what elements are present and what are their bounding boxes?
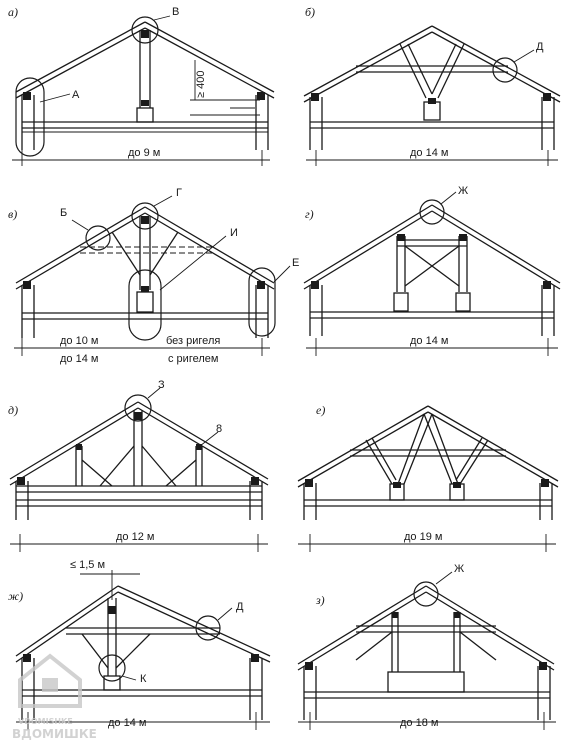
callout-d-1: З — [158, 379, 165, 391]
callout-v-3: И — [230, 227, 238, 239]
panel-d: д) З 8 д — [8, 379, 269, 552]
panel-b-letter: б) — [305, 5, 315, 19]
callout-a-2: А — [72, 89, 80, 101]
note-v-1: без ригеля — [166, 335, 220, 347]
span-g: до 14 м — [410, 335, 448, 347]
panel-g: г) Ж до 14 м — [303, 185, 561, 356]
panel-v: в) Г Б И Е — [8, 187, 299, 365]
span-zh: до 14 м — [108, 717, 146, 729]
dim-zh: ≤ 1,5 м — [70, 559, 105, 571]
callout-zh-2: К — [140, 673, 147, 685]
callout-b-1: Д — [536, 41, 544, 53]
callout-g-1: Ж — [458, 185, 468, 197]
panel-e: е) до 19 м — [297, 403, 559, 552]
panel-zh-letter: ж) — [8, 589, 23, 603]
span-v-1: до 10 м — [60, 335, 98, 347]
callout-zh-1: Д — [236, 601, 244, 613]
span-a: до 9 м — [128, 147, 160, 159]
span-e: до 19 м — [404, 531, 442, 543]
dim-a: ≥ 400 — [195, 71, 207, 98]
panel-a-letter: а) — [8, 5, 18, 19]
panel-d-letter: д) — [8, 403, 18, 417]
watermark-logo: VDOMISHKE ВДОМИШКЕ — [12, 653, 97, 741]
callout-z-1: Ж — [454, 563, 464, 575]
panel-b: б) Д до 14 м — [303, 5, 561, 166]
watermark-line2: ВДОМИШКЕ — [12, 727, 97, 741]
panel-zh: ж) ≤ 1,5 м К Д до 1 — [8, 559, 271, 730]
span-b: до 14 м — [410, 147, 448, 159]
callout-a-1: В — [172, 6, 179, 18]
panel-z-letter: з) — [315, 593, 325, 607]
callout-v-1: Б — [60, 207, 67, 219]
span-v-2: до 14 м — [60, 353, 98, 365]
note-v-2: с ригелем — [168, 353, 218, 365]
span-d: до 12 м — [116, 531, 154, 543]
span-z: до 18 м — [400, 717, 438, 729]
panel-e-letter: е) — [316, 403, 325, 417]
panel-g-letter: г) — [305, 207, 314, 221]
panel-a: а) ≥ 400 В А — [8, 5, 275, 166]
panel-v-letter: в) — [8, 207, 17, 221]
watermark-line1: VDOMISHKE — [18, 717, 73, 726]
callout-v-2: Г — [176, 187, 182, 199]
panel-z: з) Ж до 18 м — [297, 563, 556, 730]
callout-d-2: 8 — [216, 423, 222, 435]
callout-v-4: Е — [292, 257, 299, 269]
